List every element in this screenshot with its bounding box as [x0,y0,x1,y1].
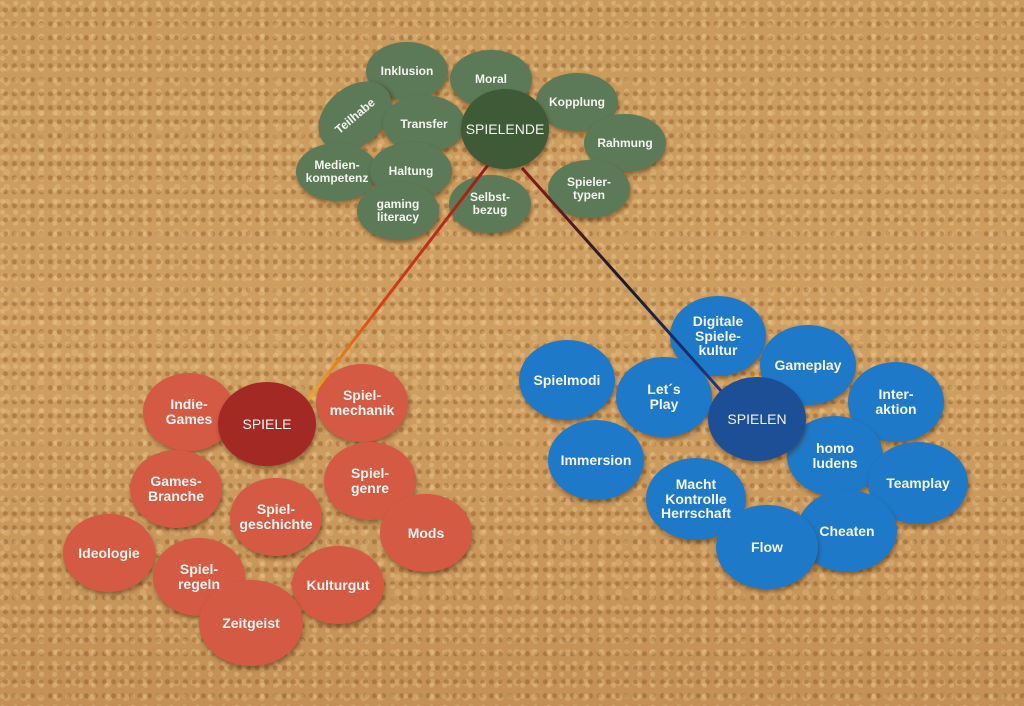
concept-circle: Spiel- mechanik [316,364,408,442]
concept-circle: Spieler- typen [548,160,630,218]
concept-circle: Kulturgut [292,546,384,624]
concept-circle: Spiel- geschichte [230,478,322,556]
center-circle-spiele: SPIELE [218,382,316,466]
concept-circle: gaming literacy [357,182,439,240]
concept-circle: Let´s Play [616,357,712,437]
concept-circle: Ideologie [63,514,155,592]
concept-circle: Zeitgeist [199,580,303,666]
concept-circle: Immersion [548,420,644,500]
concept-circle: Spielmodi [519,340,615,420]
string-spielende-spielen [520,167,724,393]
concept-circle: Teamplay [868,442,968,524]
center-circle-spielende: SPIELENDE [461,89,549,169]
concept-circle: Games- Branche [130,450,222,528]
concept-circle: Flow [716,505,818,589]
concept-circle: Medien- kompetenz [296,143,378,201]
string-spielende-spiele [306,164,490,401]
concept-circle: Rahmung [584,114,666,172]
center-circle-spielen: SPIELEN [708,377,806,461]
concept-circle: Mods [380,494,472,572]
concept-circle: Selbst- bezug [449,175,531,233]
